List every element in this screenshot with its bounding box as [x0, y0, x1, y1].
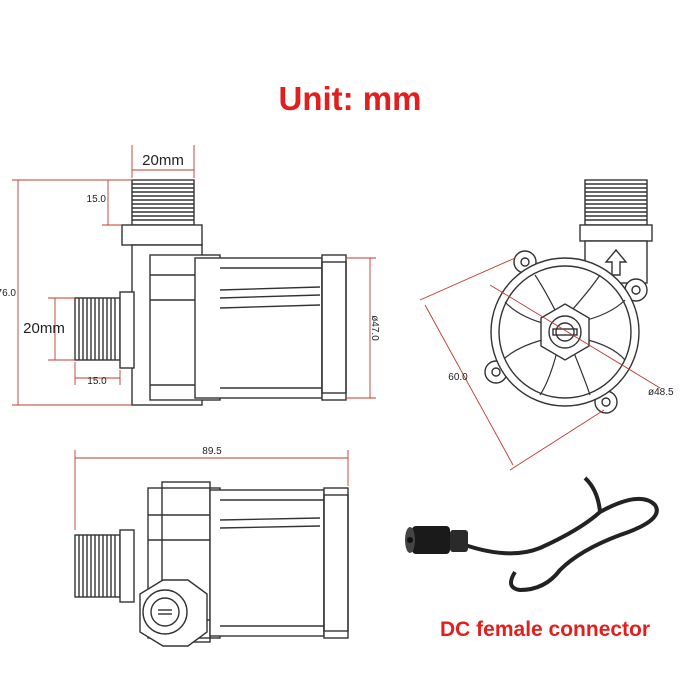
- front-outlet-thread: [584, 179, 648, 226]
- outlet-width-label: 20mm: [142, 152, 184, 169]
- flange-span-label: 60.0: [448, 372, 468, 383]
- unit-title: Unit: mm: [278, 80, 422, 117]
- outlet-thread: [131, 179, 195, 226]
- total-height-label: 76.0: [0, 288, 16, 299]
- inlet-width-label: 20mm: [23, 320, 65, 337]
- total-length-label: 89.5: [202, 446, 222, 457]
- bottom-view-dimensions: [74, 450, 349, 530]
- impeller-diameter-label: ø48.5: [648, 387, 674, 398]
- dc-female-connector-icon: [405, 526, 468, 554]
- inlet-thread: [74, 297, 121, 361]
- dc-connector-cable: [464, 476, 659, 593]
- body-diameter-label: ø47.0: [369, 315, 380, 341]
- bottom-inlet-thread: [74, 534, 121, 598]
- side-view: [74, 179, 347, 406]
- connector-caption: DC female connector: [440, 618, 651, 641]
- front-view: [484, 179, 653, 414]
- outlet-thread-length-label: 15.0: [87, 194, 107, 205]
- front-view-dimensions: [419, 257, 661, 471]
- bottom-view: [74, 481, 349, 647]
- inlet-thread-length-label: 15.0: [87, 376, 107, 387]
- flow-arrow-icon: [604, 248, 628, 276]
- side-view-dimensions: [12, 145, 376, 406]
